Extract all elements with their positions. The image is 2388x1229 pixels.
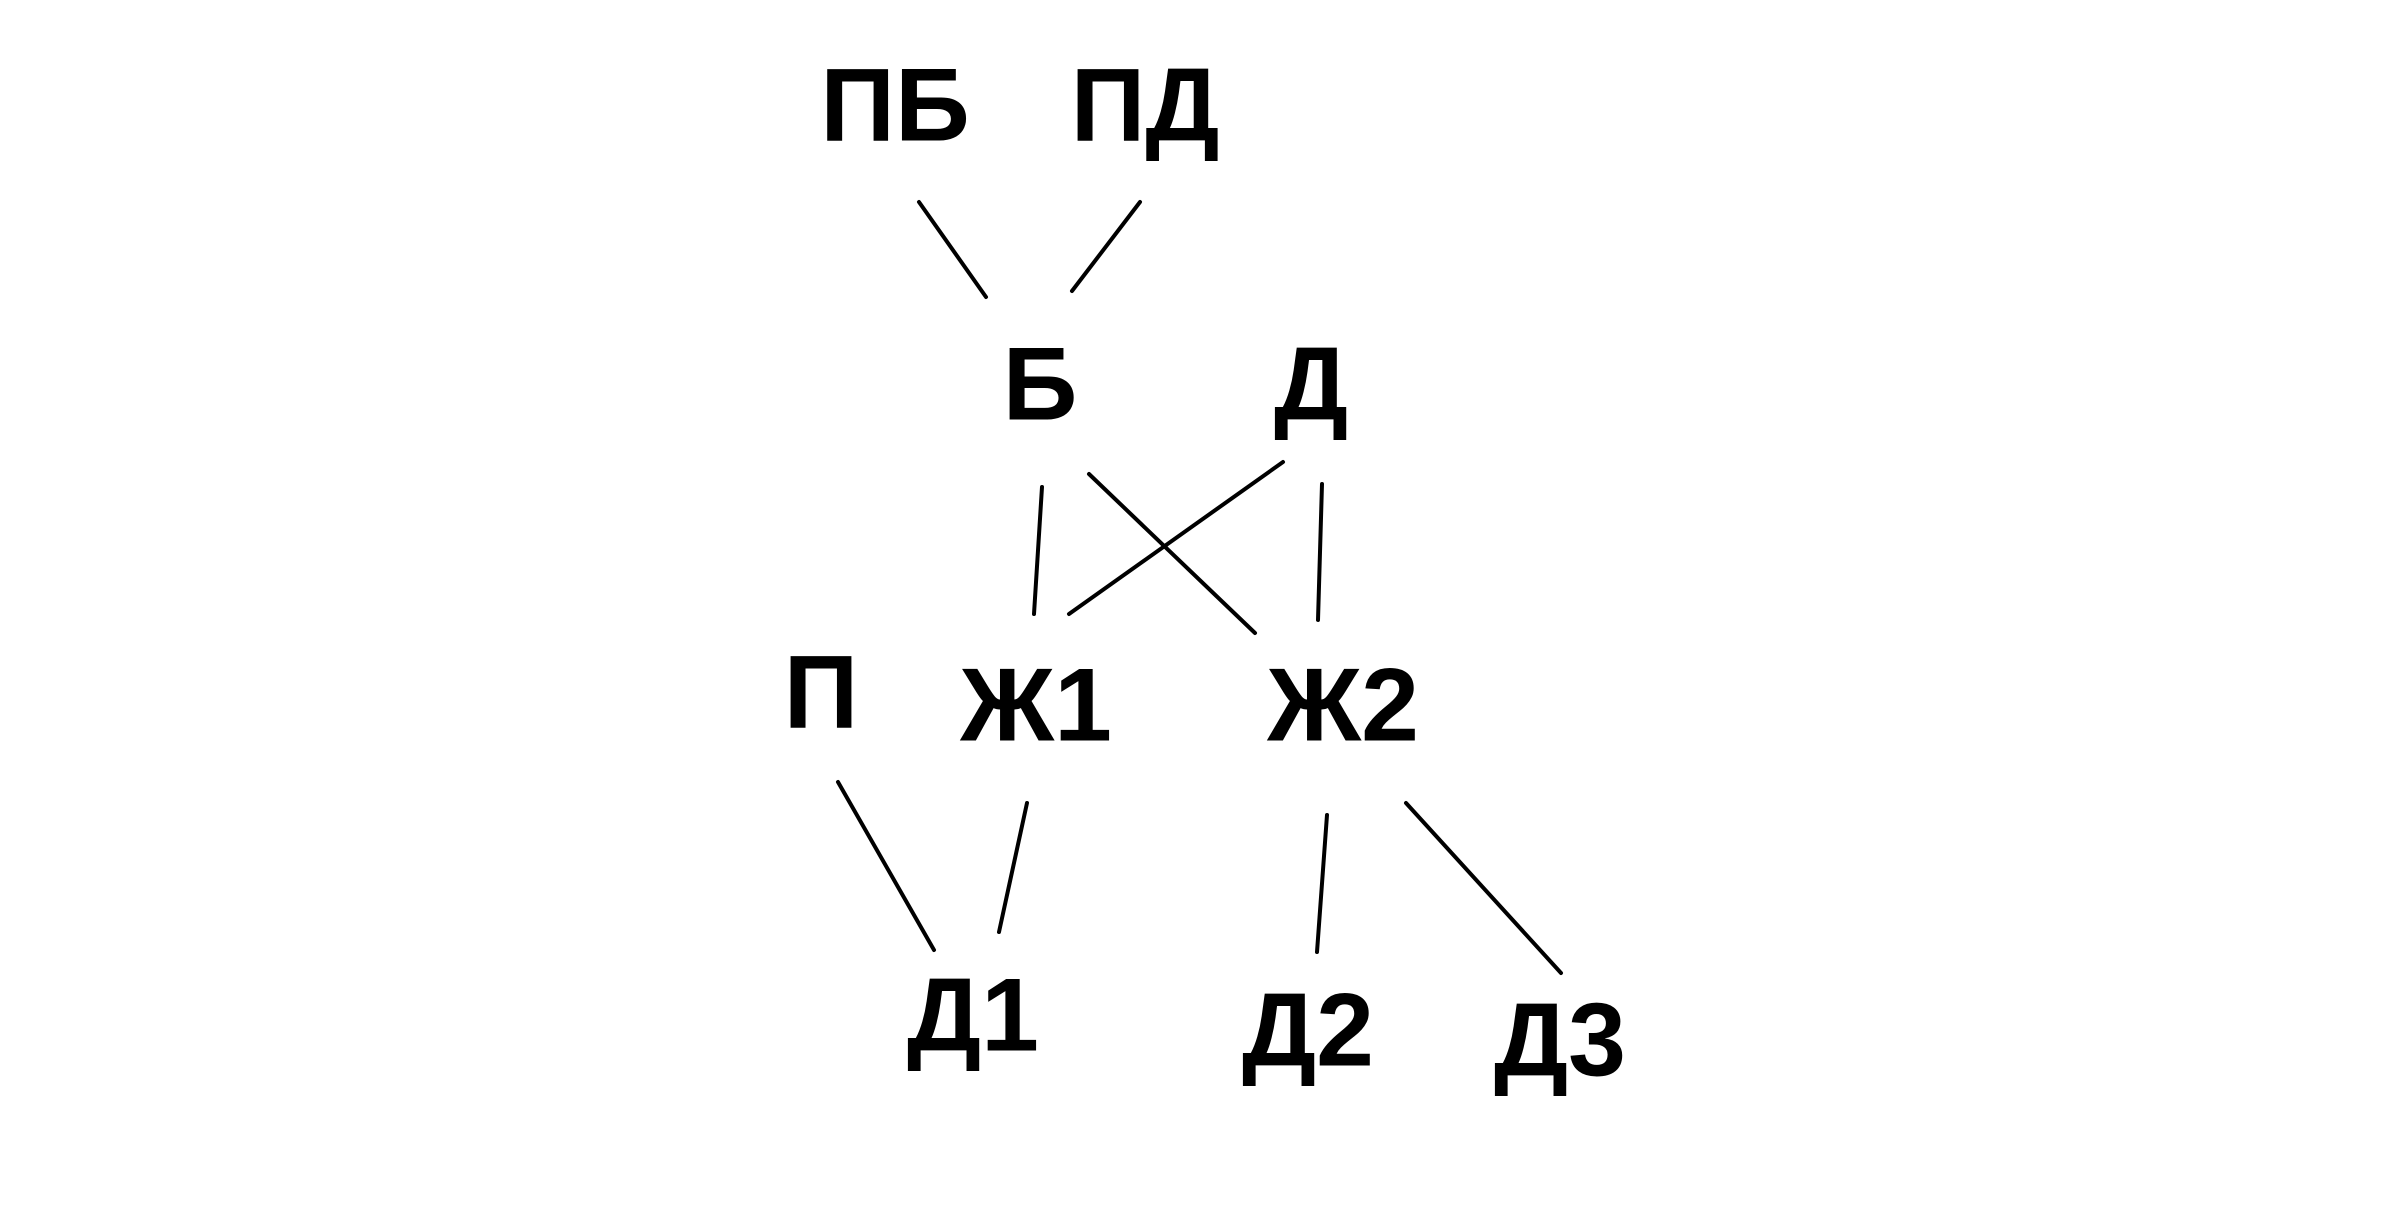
node-label-d: Д <box>1274 326 1348 442</box>
node-label-d1: Д1 <box>907 957 1039 1073</box>
edge-pb-to-b <box>917 200 988 299</box>
edge-d-to-zh1 <box>1067 460 1285 616</box>
node-label-p: П <box>784 634 859 750</box>
edge-d-to-zh2 <box>1316 482 1324 622</box>
node-label-d3: Д3 <box>1494 982 1626 1098</box>
node-label-b: Б <box>1003 326 1078 442</box>
node-label-zh1: Ж1 <box>959 647 1112 763</box>
edge-zh2-to-d2 <box>1315 813 1329 954</box>
node-label-zh2: Ж2 <box>1266 647 1419 763</box>
node-label-d2: Д2 <box>1242 972 1374 1088</box>
node-label-pb: ПБ <box>820 47 970 163</box>
edge-zh1-to-d1 <box>997 801 1029 934</box>
node-layer: ПБ ПД Б Д П Ж1 Ж2 Д1 Д2 Д3 <box>784 47 1626 1098</box>
edge-pd-to-b <box>1070 200 1142 293</box>
edge-b-to-zh1 <box>1032 485 1044 616</box>
edge-p-to-d1 <box>836 780 936 952</box>
edge-zh2-to-d3 <box>1404 801 1563 975</box>
edge-b-to-zh2 <box>1087 472 1257 635</box>
edge-layer <box>836 200 1563 975</box>
node-label-pd: ПД <box>1071 47 1220 163</box>
